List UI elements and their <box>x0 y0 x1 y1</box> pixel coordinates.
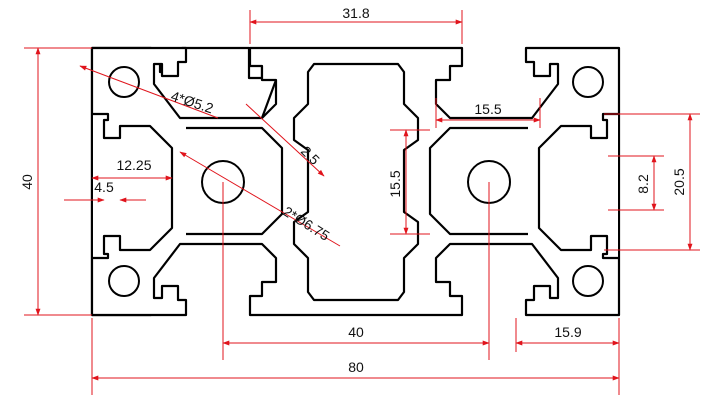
dim-right-slot-outer: 20.5 <box>671 168 687 195</box>
corner-hole-br <box>572 265 604 297</box>
leader-corner-holes <box>79 65 219 119</box>
dim-right-slot-width: 15.5 <box>474 101 501 117</box>
dim-right-edge-offset: 15.9 <box>554 324 581 340</box>
web-left <box>186 126 284 236</box>
leader-wall <box>245 103 325 177</box>
dim-slot-opening: 4.5 <box>94 179 114 195</box>
corner-hole-tr <box>572 66 604 98</box>
leader-center-holes <box>179 151 341 247</box>
web-right <box>428 126 528 236</box>
corner-hole-tl <box>108 66 140 98</box>
dim-total-width: 80 <box>348 359 364 375</box>
dim-left-offset: 12.25 <box>116 157 151 173</box>
dim-top-slot-width: 31.8 <box>342 5 369 21</box>
dim-core-height: 15.5 <box>387 170 403 197</box>
dim-hole-spacing: 40 <box>348 324 364 340</box>
dim-right-slot-opening: 8.2 <box>635 174 651 194</box>
corner-hole-bl <box>108 265 140 297</box>
left-slot <box>93 112 174 260</box>
center-cavity <box>292 62 420 302</box>
dim-total-height: 40 <box>19 174 35 190</box>
right-slot <box>537 112 618 260</box>
